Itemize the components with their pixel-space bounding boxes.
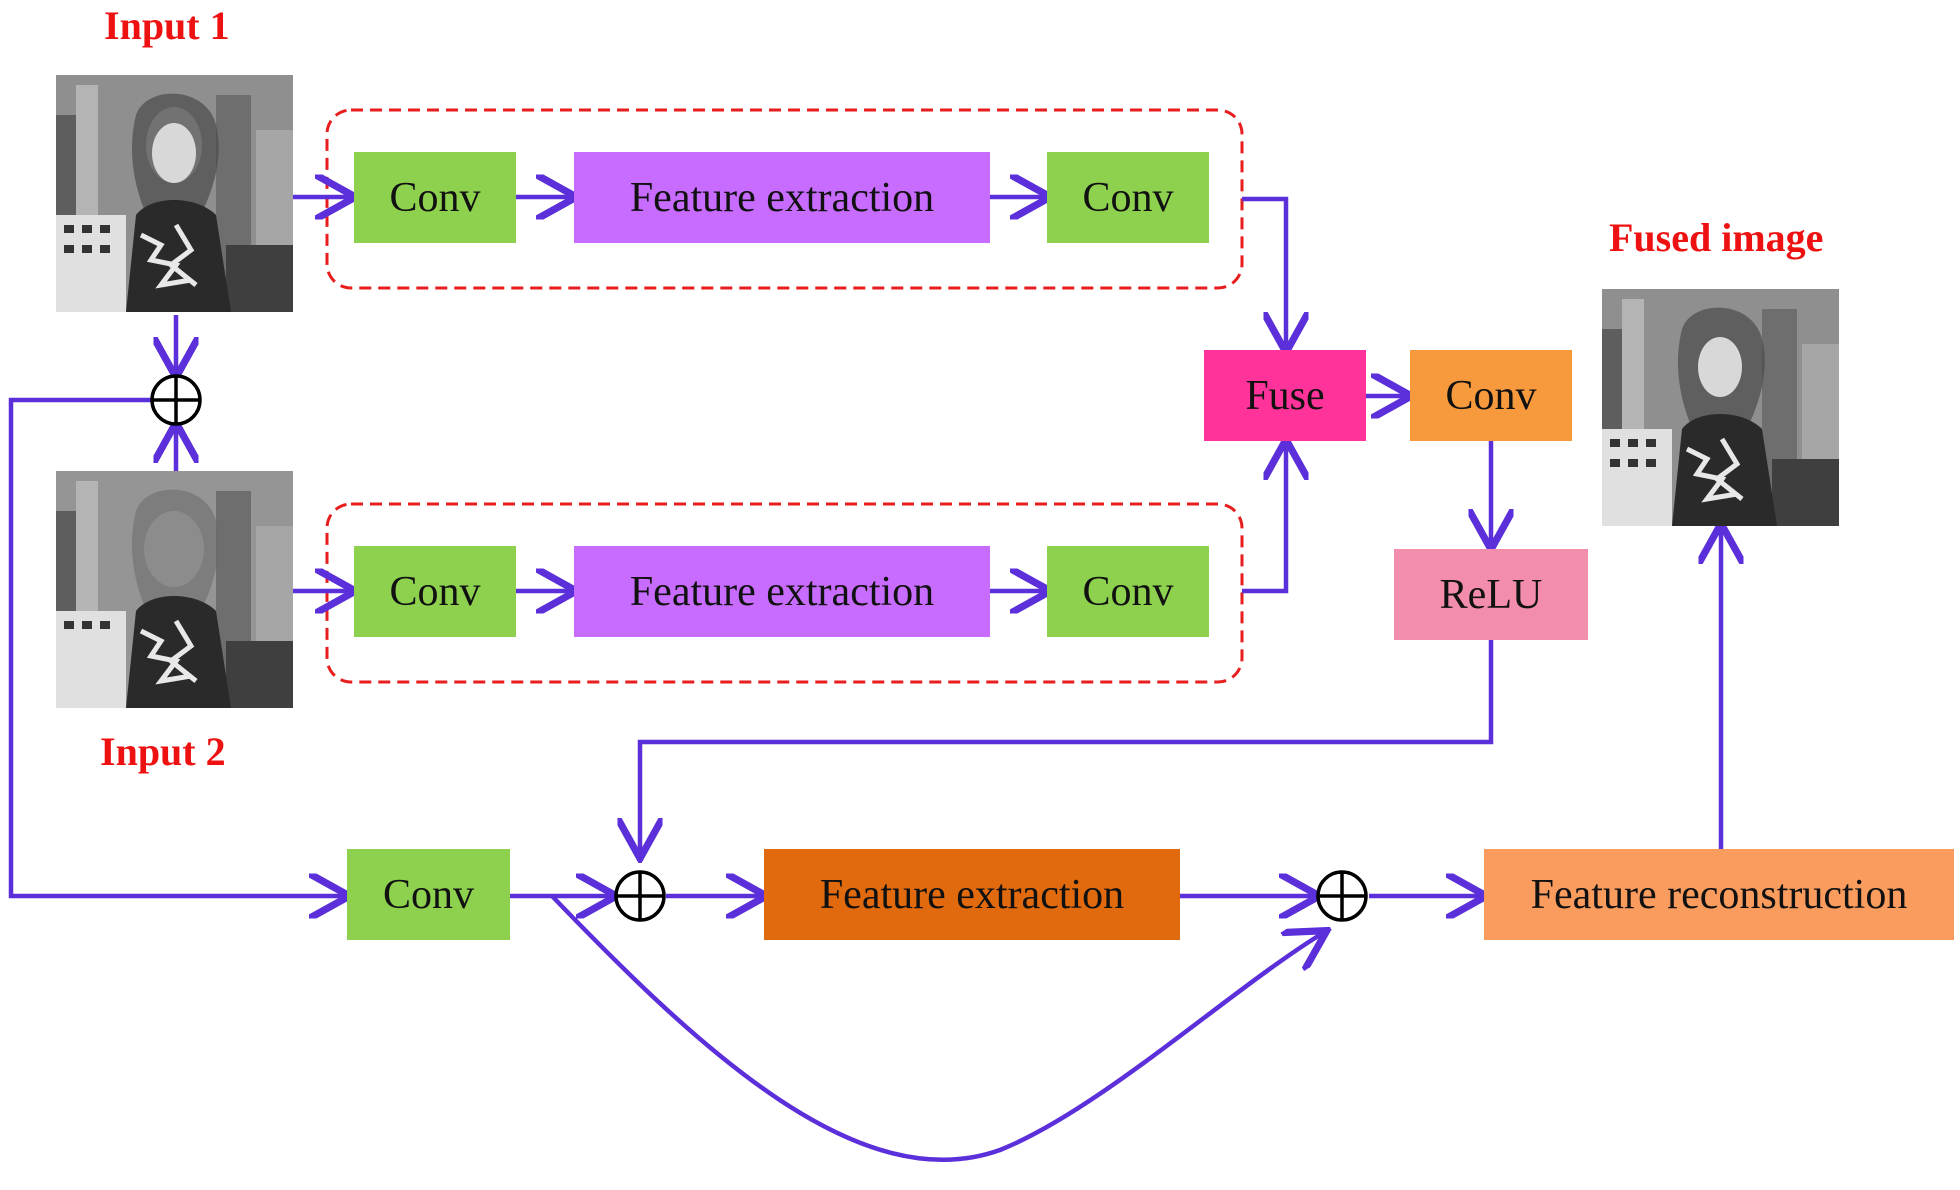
input1-label: Input 1	[104, 3, 230, 48]
sum-node-main-2	[1316, 870, 1368, 922]
arrow-sum-to-main-conv	[8, 397, 345, 896]
feature-extraction-top: Feature extraction	[574, 152, 990, 243]
input2-image	[56, 471, 293, 708]
sum-node-input	[150, 374, 202, 426]
conv-block-top-2: Conv	[1047, 152, 1209, 243]
feature-reconstruction-block: Feature reconstruction	[1484, 849, 1954, 940]
arrow-top-to-fuse	[1242, 196, 1286, 348]
conv-block-bottom-2: Conv	[1047, 546, 1209, 637]
feature-extraction-main: Feature extraction	[764, 849, 1180, 940]
conv-block-fuse: Conv	[1410, 350, 1572, 441]
input2-label: Input 2	[100, 729, 226, 774]
arrow-skip-curve	[550, 894, 1323, 1162]
relu-block: ReLU	[1394, 549, 1588, 640]
sum-node-main-1	[614, 870, 666, 922]
fuse-block: Fuse	[1204, 350, 1366, 441]
conv-block-top-1: Conv	[354, 152, 516, 243]
fused-image	[1602, 289, 1839, 526]
conv-block-bottom-1: Conv	[354, 546, 516, 637]
arrow-bot-to-fuse	[1242, 444, 1286, 594]
conv-block-main: Conv	[347, 849, 510, 940]
fused-image-label: Fused image	[1609, 215, 1824, 260]
arrow-relu-to-sum1	[640, 640, 1494, 854]
feature-extraction-bottom: Feature extraction	[574, 546, 990, 637]
input1-image	[56, 75, 293, 312]
